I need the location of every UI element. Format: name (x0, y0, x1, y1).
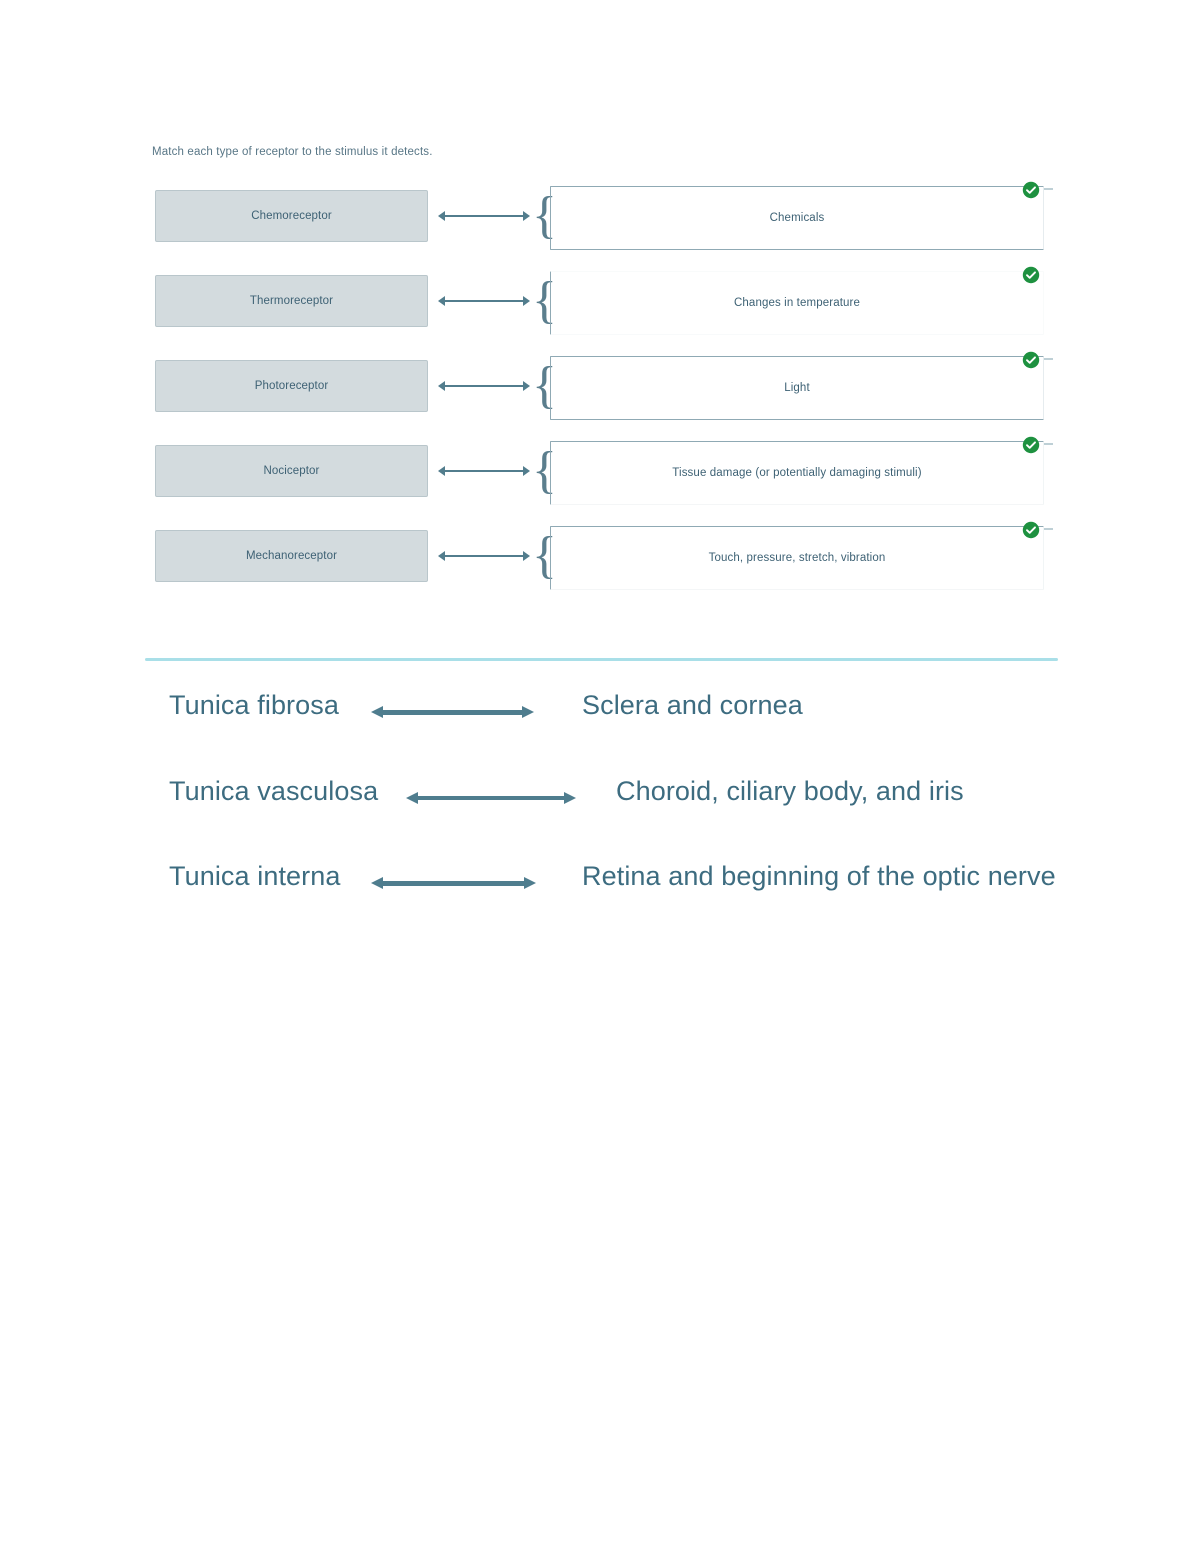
check-circle-icon (1022, 351, 1040, 369)
arrow-head-left (438, 381, 445, 391)
term-chip-photoreceptor[interactable]: Photoreceptor (155, 360, 428, 412)
double-arrow-icon (438, 381, 530, 391)
match-row: Chemoreceptor { Chemicals (0, 181, 1200, 275)
matching-rows: Chemoreceptor { Chemicals Thermo (0, 181, 1200, 615)
tunica-term-fibrosa: Tunica fibrosa (169, 690, 339, 720)
tunica-term-interna: Tunica interna (169, 861, 341, 891)
double-arrow-icon (438, 211, 530, 221)
tunica-row: Tunica fibrosa Sclera and cornea (0, 690, 1200, 776)
arrow-head-left (438, 466, 445, 476)
term-chip-mechanoreceptor[interactable]: Mechanoreceptor (155, 530, 428, 582)
arrow-shaft (382, 881, 525, 886)
tunica-row: Tunica vasculosa Choroid, ciliary body, … (0, 776, 1200, 862)
check-circle-icon (1022, 521, 1040, 539)
arrow-shaft (444, 470, 524, 473)
match-row: Thermoreceptor { Changes in temperature (0, 266, 1200, 360)
answer-label: Light (784, 382, 810, 394)
answer-label: Changes in temperature (733, 297, 861, 309)
answer-box-touch-pressure[interactable]: Touch, pressure, stretch, vibration (550, 526, 1044, 590)
arrow-head-left (371, 877, 383, 889)
term-chip-label: Photoreceptor (254, 380, 329, 392)
match-row: Photoreceptor { Light (0, 351, 1200, 445)
double-arrow-icon (371, 706, 534, 718)
answer-box-light[interactable]: Light (550, 356, 1044, 420)
term-chip-nociceptor[interactable]: Nociceptor (155, 445, 428, 497)
arrow-head-left (438, 211, 445, 221)
check-circle-icon (1022, 181, 1040, 199)
badge-tail-line (1044, 528, 1053, 530)
term-chip-label: Thermoreceptor (249, 295, 334, 307)
match-row: Nociceptor { Tissue damage (or potential… (0, 436, 1200, 530)
double-arrow-icon (438, 551, 530, 561)
tunica-rows: Tunica fibrosa Sclera and cornea Tunica … (0, 690, 1200, 947)
curly-brace-icon: { (532, 527, 557, 584)
tunica-row: Tunica interna Retina and beginning of t… (0, 861, 1200, 947)
answer-label: Chemicals (769, 212, 825, 224)
arrow-head-right (522, 706, 534, 718)
arrow-shaft (444, 215, 524, 218)
check-circle-icon (1022, 436, 1040, 454)
arrow-shaft (444, 300, 524, 303)
double-arrow-icon (438, 296, 530, 306)
double-arrow-icon (438, 466, 530, 476)
arrow-head-right (564, 791, 576, 804)
tunica-definition-fibrosa: Sclera and cornea (582, 690, 803, 720)
term-chip-chemoreceptor[interactable]: Chemoreceptor (155, 190, 428, 242)
term-chip-label: Mechanoreceptor (246, 550, 337, 562)
curly-brace-icon: { (532, 357, 557, 414)
curly-brace-icon: { (532, 272, 557, 329)
arrow-head-right (523, 466, 530, 476)
tunica-definition-vasculosa: Choroid, ciliary body, and iris (616, 775, 964, 806)
arrow-head-left (438, 551, 445, 561)
arrow-head-right (523, 551, 530, 561)
answer-box-changes-in-temperature[interactable]: Changes in temperature (550, 271, 1044, 335)
arrow-head-right (523, 381, 530, 391)
curly-brace-icon: { (532, 442, 557, 499)
badge-tail-line (1044, 443, 1053, 445)
tunica-definition-interna: Retina and beginning of the optic nerve (582, 861, 1056, 891)
arrow-head-left (438, 296, 445, 306)
arrow-head-right (523, 296, 530, 306)
match-row: Mechanoreceptor { Touch, pressure, stret… (0, 521, 1200, 615)
arrow-shaft (444, 555, 524, 558)
answer-label: Touch, pressure, stretch, vibration (708, 552, 886, 564)
badge-tail-line (1044, 358, 1053, 360)
double-arrow-icon (371, 877, 536, 889)
arrow-head-left (371, 706, 383, 718)
arrow-shaft (417, 795, 565, 800)
answer-box-tissue-damage[interactable]: Tissue damage (or potentially damaging s… (550, 441, 1044, 505)
tunica-term-vasculosa: Tunica vasculosa (169, 775, 379, 806)
term-chip-label: Chemoreceptor (251, 210, 332, 222)
arrow-shaft (444, 385, 524, 388)
arrow-head-left (406, 791, 418, 804)
quiz-prompt: Match each type of receptor to the stimu… (152, 146, 433, 158)
answer-box-chemicals[interactable]: Chemicals (550, 186, 1044, 250)
check-circle-icon (1022, 266, 1040, 284)
term-chip-thermoreceptor[interactable]: Thermoreceptor (155, 275, 428, 327)
double-arrow-icon (406, 791, 576, 804)
badge-tail-line (1044, 188, 1053, 190)
term-chip-label: Nociceptor (263, 465, 320, 477)
curly-brace-icon: { (532, 187, 557, 244)
answer-label: Tissue damage (or potentially damaging s… (672, 467, 922, 479)
section-divider (145, 658, 1058, 661)
arrow-head-right (524, 877, 536, 889)
arrow-head-right (523, 211, 530, 221)
arrow-shaft (382, 710, 523, 715)
